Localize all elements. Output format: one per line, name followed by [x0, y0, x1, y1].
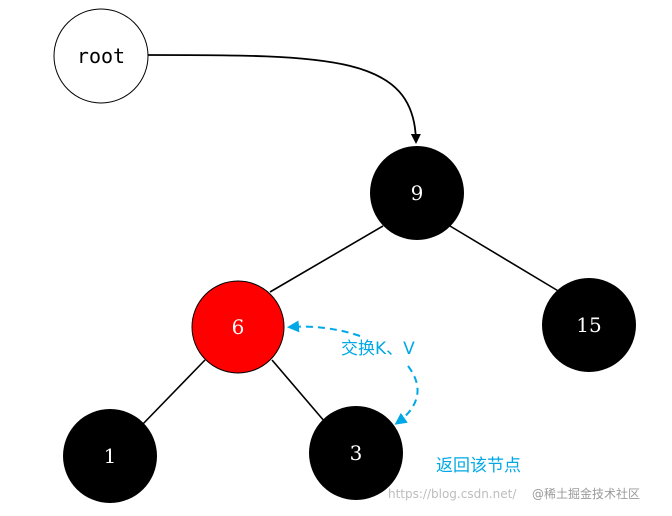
- node-1-label: 1: [104, 444, 117, 468]
- return-node-annotation: 返回该节点: [436, 456, 521, 476]
- tree-node-15: 15: [542, 278, 636, 372]
- watermark-url: https://blog.csdn.net/: [388, 487, 517, 501]
- tree-node-1: 1: [63, 409, 157, 503]
- swap-arrow-to-6: [287, 320, 361, 337]
- root-pointer-arrow: [147, 54, 421, 144]
- root-label: root: [77, 44, 125, 68]
- edge-6-3: [271, 359, 326, 423]
- edge-9-15: [449, 225, 561, 293]
- swap-arrow-to-3: [394, 365, 419, 425]
- tree-node-3: 3: [309, 406, 403, 500]
- tree-node-9: 9: [370, 146, 464, 240]
- node-3-label: 3: [350, 441, 363, 465]
- watermark-brand: @稀土掘金技术社区: [532, 486, 640, 501]
- swap-kv-annotation: 交换K、V: [341, 339, 415, 359]
- tree-node-6: 6: [191, 280, 285, 374]
- root-node: root: [53, 8, 149, 104]
- edge-9-6: [269, 225, 384, 293]
- edge-6-1: [139, 359, 206, 428]
- node-9-label: 9: [411, 181, 424, 205]
- node-6-label: 6: [232, 315, 245, 339]
- node-15-label: 15: [576, 313, 601, 337]
